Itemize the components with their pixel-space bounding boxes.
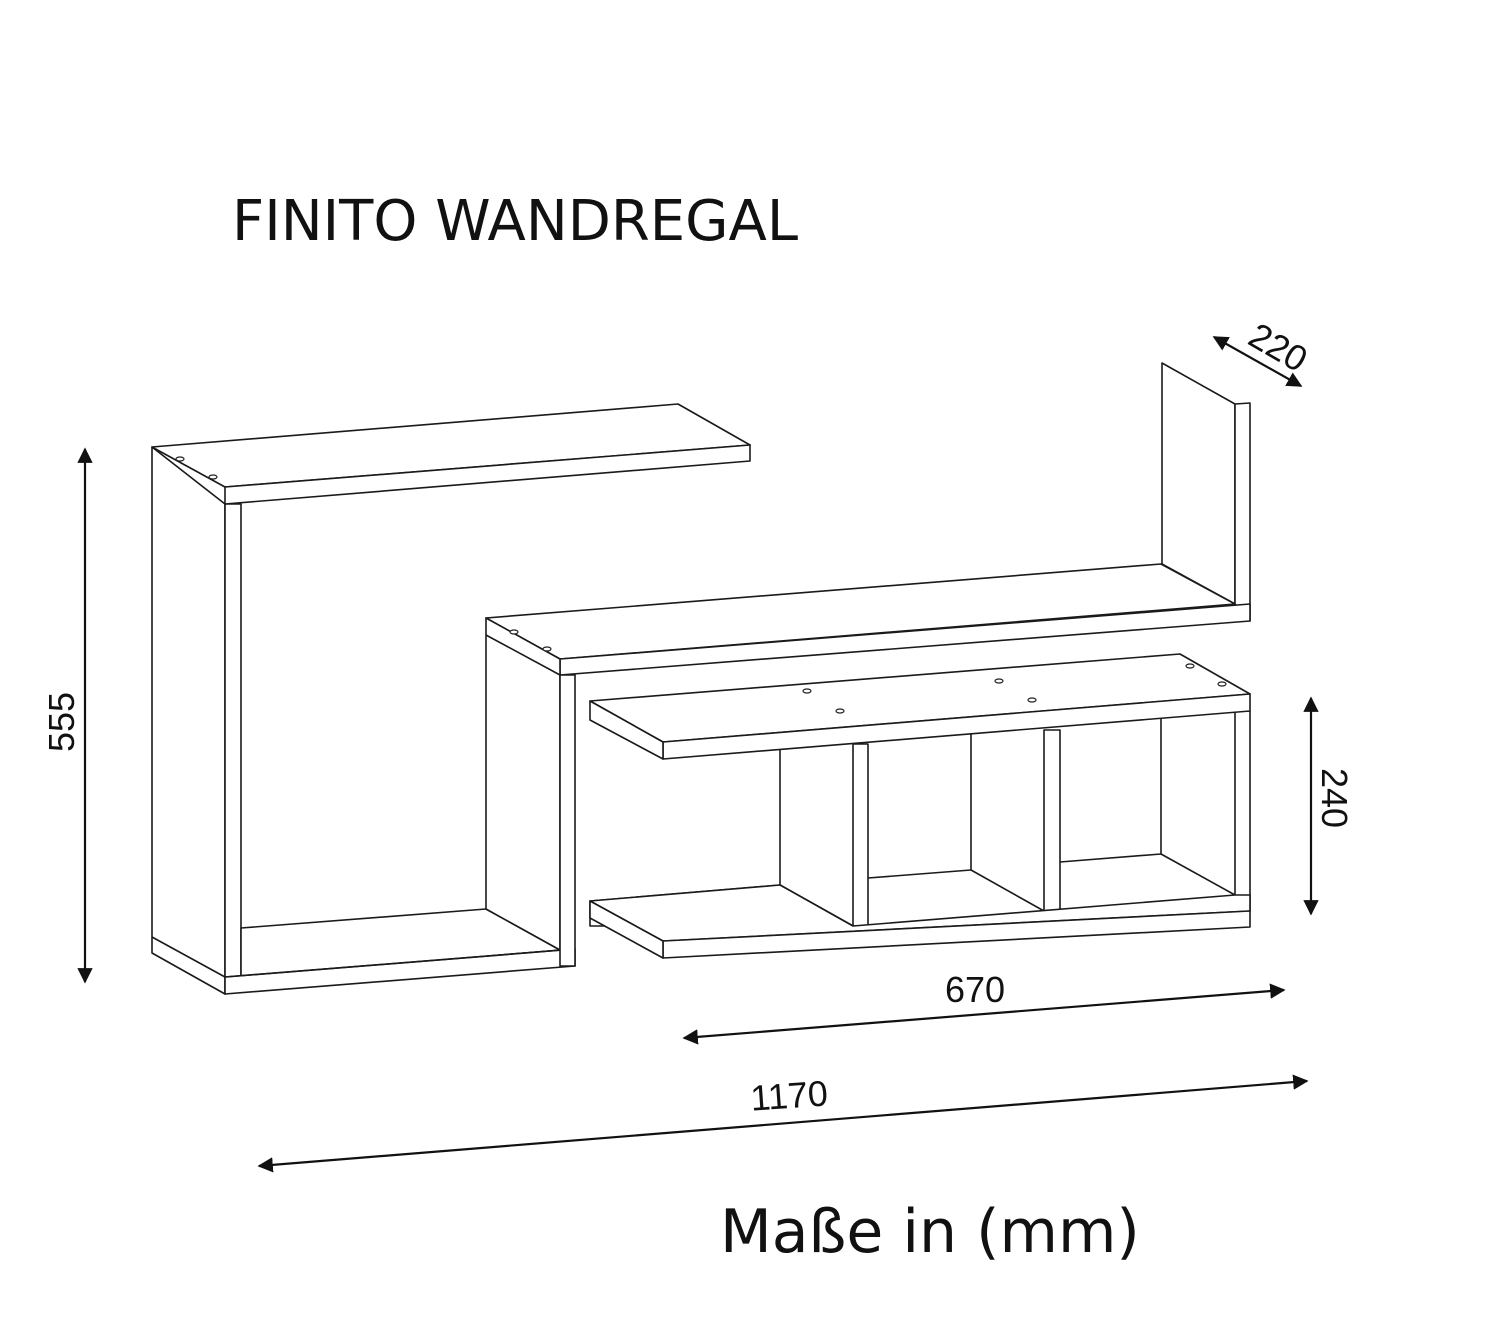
dimension-width-total: 1170	[257, 1072, 1309, 1173]
dimension-height-total: 555	[41, 447, 93, 984]
dimension-height-lower: 240	[1303, 696, 1355, 916]
arrow-width-total	[257, 1074, 1309, 1173]
label-height-total: 555	[41, 692, 82, 752]
label-width-total: 1170	[749, 1072, 829, 1118]
lower-unit	[589, 653, 1251, 959]
label-width-lower: 670	[945, 969, 1005, 1010]
diagram-title: FINITO WANDREGAL	[232, 189, 798, 254]
dimension-width-lower: 670	[682, 969, 1286, 1045]
arrow-depth	[1212, 336, 1303, 387]
label-depth: 220	[1242, 314, 1315, 380]
left-unit	[151, 403, 751, 995]
units-note: Maße in (mm)	[720, 1197, 1140, 1267]
arrow-width-lower	[682, 983, 1286, 1045]
middle-unit	[485, 362, 1251, 967]
label-height-lower: 240	[1314, 768, 1355, 828]
dimension-depth: 220	[1212, 314, 1315, 387]
